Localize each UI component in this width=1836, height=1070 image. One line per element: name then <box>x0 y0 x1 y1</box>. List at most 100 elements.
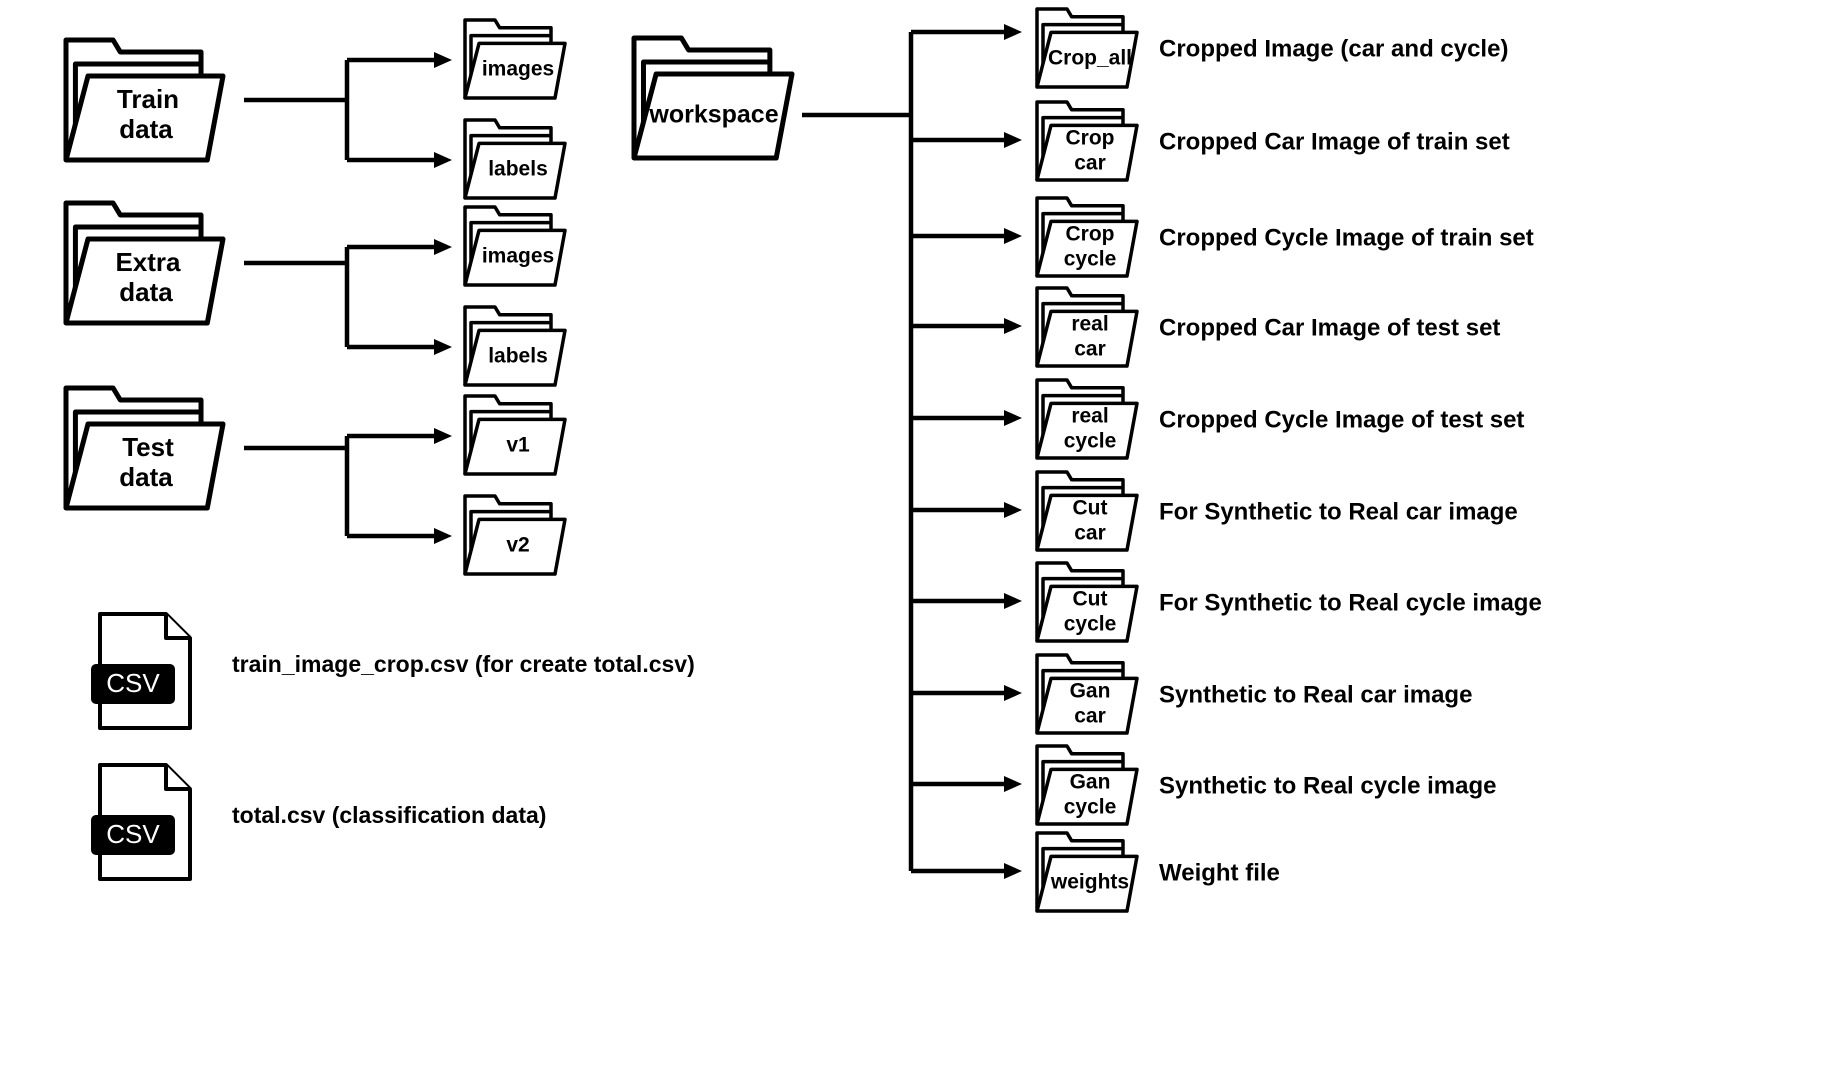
workspace-folder-icon[interactable] <box>631 35 795 161</box>
arrowhead <box>1004 228 1022 244</box>
arrowhead <box>1004 410 1022 426</box>
subfolder-label-line: Crop <box>1066 223 1115 246</box>
subfolder-icon[interactable] <box>463 118 567 200</box>
connector <box>244 428 452 544</box>
arrowhead <box>1004 24 1022 40</box>
subfolder-icon[interactable] <box>463 305 567 387</box>
csv-badge-label: CSV <box>106 819 160 849</box>
subfolder-label-line: cycle <box>1064 796 1117 819</box>
subfolder-icon[interactable] <box>1035 744 1139 826</box>
subfolder-label-line: Gan <box>1070 771 1111 794</box>
subfolder-v1[interactable]: v1 <box>463 394 567 476</box>
subfolder-icon[interactable] <box>463 494 567 576</box>
subfolder-icon[interactable] <box>1035 7 1139 89</box>
subfolder-label: v2 <box>506 534 529 557</box>
workspace-item-description: Cropped Car Image of train set <box>1159 128 1510 155</box>
subfolder-icon[interactable] <box>463 205 567 287</box>
subfolder-icon[interactable] <box>463 18 567 100</box>
csv-file[interactable]: CSV total.csv (classification data) <box>91 763 546 881</box>
subfolder-labels[interactable]: labels <box>463 118 567 200</box>
arrowhead <box>434 52 452 68</box>
subfolder-label-line: car <box>1074 338 1106 361</box>
subfolder-label: Crop_all <box>1048 47 1132 70</box>
subfolder-label: labels <box>488 345 548 368</box>
subfolder-v2[interactable]: v2 <box>463 494 567 576</box>
workspace-item-description: Cropped Cycle Image of test set <box>1159 406 1524 433</box>
subfolder-label: labels <box>488 158 548 181</box>
arrowhead <box>434 152 452 168</box>
subfolder-icon[interactable] <box>1035 653 1139 735</box>
workspace-item-description: Cropped Cycle Image of train set <box>1159 224 1534 251</box>
subfolder-label: images <box>482 58 554 81</box>
csv-badge <box>91 815 175 855</box>
workspace-connector <box>802 24 1022 879</box>
subfolder-label-line: cycle <box>1064 430 1117 453</box>
csv-badge <box>91 664 175 704</box>
arrowhead <box>1004 502 1022 518</box>
subfolder-label-line: car <box>1074 152 1106 175</box>
csv-caption: total.csv (classification data) <box>232 802 546 828</box>
subfolder-images[interactable]: images <box>463 18 567 100</box>
workspace-item-description: Weight file <box>1159 859 1280 886</box>
arrowhead <box>1004 132 1022 148</box>
workspace-item-description: For Synthetic to Real cycle image <box>1159 589 1542 616</box>
arrowhead <box>1004 776 1022 792</box>
connector <box>244 239 452 355</box>
subfolder-label-line: real <box>1071 405 1108 428</box>
folder-label-line: data <box>119 462 173 492</box>
arrowhead <box>1004 685 1022 701</box>
folder-label-line: Extra <box>115 247 181 277</box>
subfolder-label-line: Cut <box>1073 497 1108 520</box>
csv-badge-label: CSV <box>106 668 160 698</box>
subfolder-label-line: car <box>1074 522 1106 545</box>
subfolder-icon[interactable] <box>1035 286 1139 368</box>
subfolder-label: weights <box>1050 871 1129 894</box>
subfolder-icon[interactable] <box>1035 196 1139 278</box>
subfolder-images[interactable]: images <box>463 205 567 287</box>
workspace-item-description: For Synthetic to Real car image <box>1159 498 1518 525</box>
subfolder-icon[interactable] <box>463 394 567 476</box>
test-data-folder-icon[interactable] <box>63 385 226 511</box>
arrowhead <box>1004 593 1022 609</box>
subfolder-icon[interactable] <box>1035 470 1139 552</box>
subfolder-icon[interactable] <box>1035 831 1139 913</box>
folder-label-line: Test <box>122 432 174 462</box>
subfolder-icon[interactable] <box>1035 100 1139 182</box>
subfolder-label-line: cycle <box>1064 613 1117 636</box>
workspace-item-description: Synthetic to Real car image <box>1159 681 1472 708</box>
subfolder-icon[interactable] <box>1035 378 1139 460</box>
csv-file[interactable]: CSV train_image_crop.csv (for create tota… <box>91 612 695 730</box>
workspace-item-weights[interactable]: weights Weight file <box>1035 831 1280 913</box>
folder-label-line: data <box>119 114 173 144</box>
subfolder-icon[interactable] <box>1035 561 1139 643</box>
arrowhead <box>434 339 452 355</box>
arrowhead <box>1004 863 1022 879</box>
arrowhead <box>434 428 452 444</box>
subfolder-label: images <box>482 245 554 268</box>
train-data-folder-icon[interactable] <box>63 37 226 163</box>
subfolder-label-line: real <box>1071 313 1108 336</box>
workspace-item-description: Cropped Car Image of test set <box>1159 314 1500 341</box>
subfolder-label-line: Gan <box>1070 680 1111 703</box>
csv-caption: train_image_crop.csv (for create total.c… <box>232 651 695 677</box>
folder-label-line: Train <box>117 84 179 114</box>
subfolder-labels[interactable]: labels <box>463 305 567 387</box>
subfolder-label-line: Cut <box>1073 588 1108 611</box>
arrowhead <box>1004 318 1022 334</box>
extra-data-folder-icon[interactable] <box>63 200 226 326</box>
subfolder-label: v1 <box>506 434 530 457</box>
